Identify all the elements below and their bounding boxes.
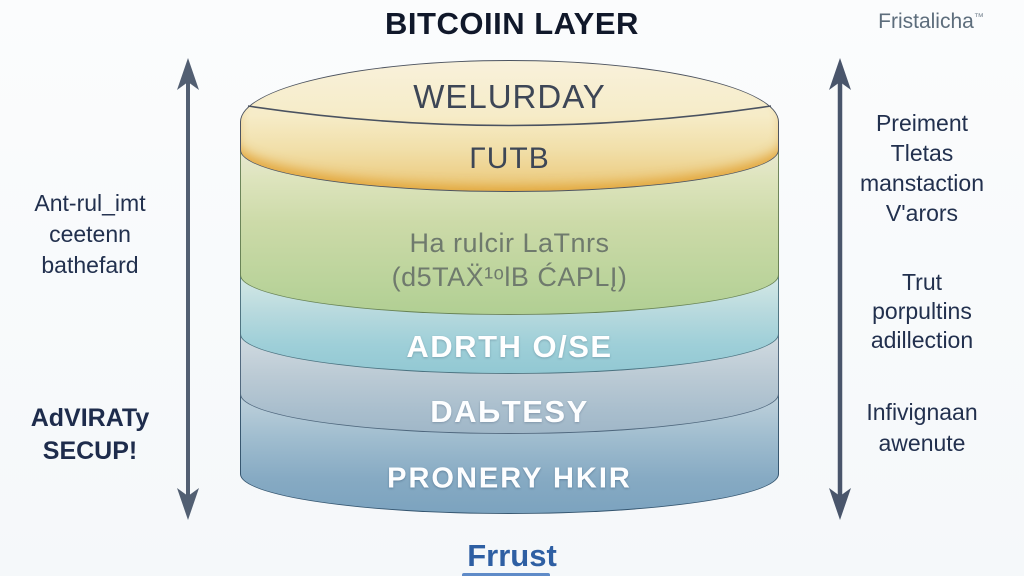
annotation-line: bathefard — [41, 252, 139, 278]
brand-watermark: Fristalicha™ — [846, 10, 1016, 34]
layer-welurday: WELURDAY ΓUTB — [240, 60, 779, 192]
left-double-arrow-icon — [177, 58, 199, 520]
annotation-line: Trut — [901, 269, 943, 295]
annotation-right-middle: Trut porpultins adillection — [832, 268, 1012, 355]
annotation-line: V'arors — [885, 200, 959, 226]
annotation-right-top: Preiment Tletas manstaction V'arors — [832, 108, 1012, 228]
layer-green-line-2: (d5TAẌ¹ᵒlB ĆAPLĮ) — [391, 262, 628, 292]
layer-label-green: Ha rulcir LaTnrs (d5TAẌ¹ᵒlB ĆAPLĮ) — [241, 226, 778, 294]
annotation-line: Ant-rul_imt — [34, 190, 146, 216]
layer-label-utb: ΓUTB — [469, 142, 550, 175]
layer-label-dabtesy: DAЬTESY — [430, 394, 589, 429]
layer-stack: WELURDAY ΓUTB Ha rulcir LaTnrs (d5TAẌ¹ᵒl… — [240, 60, 780, 520]
brand-text: Fristalicha — [878, 10, 974, 33]
annotation-left-bottom: AdVIRATy SECUP! — [4, 402, 176, 468]
annotation-line: manstaction — [859, 170, 984, 196]
right-double-arrow-icon — [829, 58, 851, 520]
cylinder-rim-line — [247, 105, 772, 127]
page-title: BITCOIIN LAYER — [385, 6, 639, 41]
annotation-line: Tletas — [890, 140, 954, 166]
annotation-line: adillection — [870, 327, 974, 353]
annotation-right-bottom: Infivignaan awenute — [832, 397, 1012, 459]
annotation-line: Preiment — [875, 110, 969, 136]
footer-underline-bar — [462, 573, 550, 576]
layer-label-adrth: ADRTH O/SE — [406, 329, 613, 364]
trademark-mark: ™ — [973, 12, 984, 23]
annotation-left-top: Ant-rul_imt ceetenn bathefard — [4, 188, 176, 281]
annotation-line: awenute — [878, 430, 966, 456]
annotation-line: ceetenn — [49, 221, 131, 247]
footer-label: Frrust — [467, 538, 557, 573]
annotation-line: AdVIRATy — [30, 404, 150, 432]
annotation-line: Infivignaan — [866, 399, 978, 425]
layer-green-line-1: Ha rulcir LaTnrs — [409, 228, 610, 258]
annotation-line: porpultins — [872, 298, 972, 324]
layer-label-welurday: WELURDAY — [413, 78, 606, 115]
annotation-line: SECUP! — [42, 437, 138, 465]
layer-label-pronery: PRONERY HKIR — [387, 462, 632, 495]
